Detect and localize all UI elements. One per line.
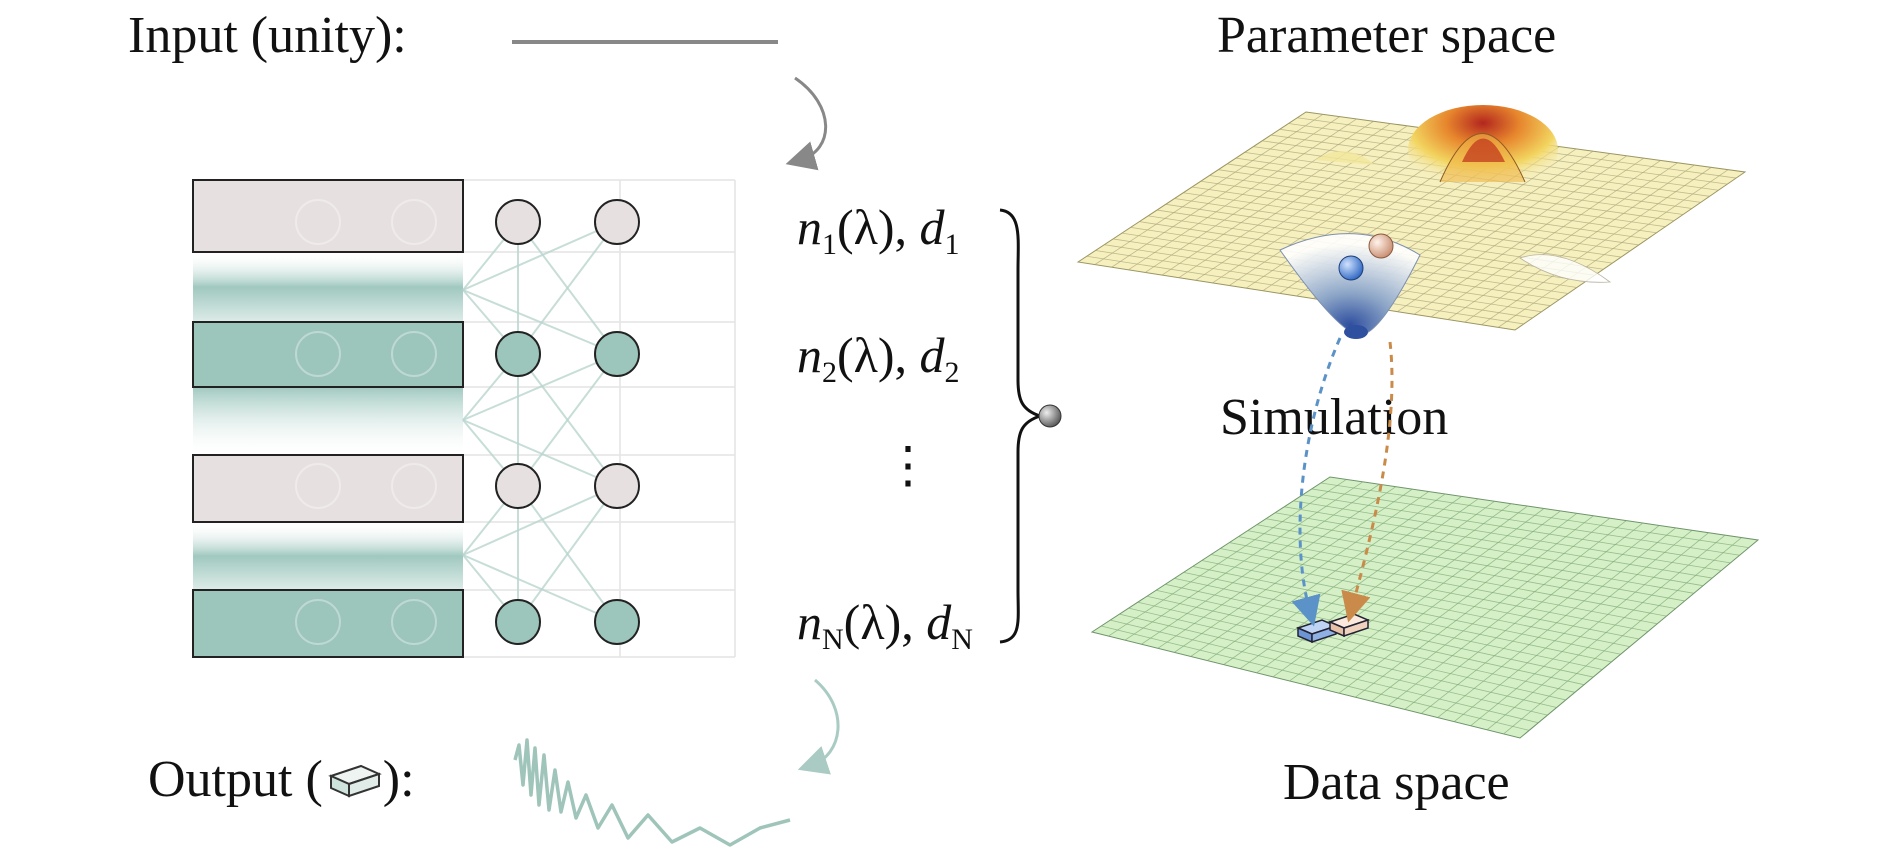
node-2b <box>594 331 640 377</box>
ball-blue-icon <box>1338 255 1364 281</box>
data-space-label: Data space <box>1283 754 1510 811</box>
slab-icon <box>323 760 383 800</box>
layer-box-4 <box>192 589 464 658</box>
node-4a <box>495 599 541 645</box>
output-waveform <box>513 738 791 847</box>
output-curved-arrow-icon <box>797 678 840 775</box>
brace-icon <box>999 208 1045 644</box>
dashed-arrow-icon <box>1291 337 1342 627</box>
parameter-space-surface <box>1076 105 1747 339</box>
layer-label-N: nN(λ), dN <box>797 594 973 656</box>
node-1a <box>495 199 541 245</box>
curved-arrow-icon <box>785 76 828 171</box>
layer-stack <box>192 179 736 658</box>
ball-peach-icon <box>1368 233 1394 259</box>
output-label: Output (): <box>148 754 415 806</box>
layer-label-2: n2(λ), d2 <box>797 327 960 389</box>
layer-box-3 <box>192 454 464 523</box>
layer-box-2 <box>192 321 464 388</box>
data-space-surface <box>1090 476 1760 739</box>
input-label: Input (unity): <box>128 7 407 64</box>
parameter-space-label: Parameter space <box>1217 7 1557 64</box>
layer-box-1 <box>192 179 464 253</box>
node-3b <box>594 463 640 509</box>
node-1b <box>594 199 640 245</box>
simulation-label: Simulation <box>1220 389 1449 446</box>
layer-label-1: n1(λ), d1 <box>797 199 960 261</box>
ellipsis-label: ⋮ <box>883 437 933 493</box>
sphere-icon <box>1038 404 1062 428</box>
node-2a <box>495 331 541 377</box>
output-label-prefix: Output ( <box>148 751 323 808</box>
output-label-suffix: ): <box>382 751 415 808</box>
node-4b <box>594 599 640 645</box>
node-3a <box>495 463 541 509</box>
